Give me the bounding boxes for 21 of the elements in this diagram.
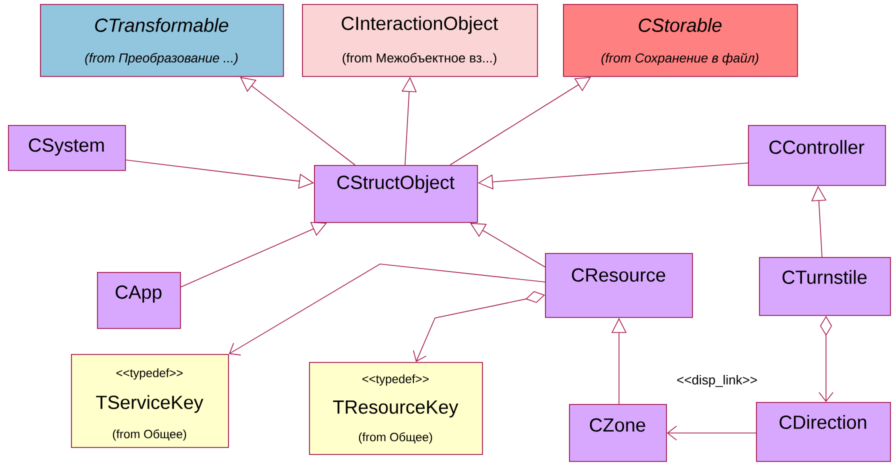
class-box: <<typedef>> TResourceKey (from Общее) — [309, 362, 483, 455]
class-box: CStorable (from Сохранение в файл) — [563, 4, 798, 77]
arrow — [450, 76, 591, 166]
class-box: CDirection — [756, 402, 891, 462]
arrow — [126, 160, 314, 189]
arrow — [413, 291, 545, 362]
class-box: CSystem — [8, 125, 126, 171]
class-box: CApp — [97, 272, 181, 329]
class-box: CTurnstile — [759, 257, 891, 316]
arrow — [228, 264, 546, 356]
arrow — [666, 426, 756, 440]
edge-label: <<disp_link>> — [676, 374, 758, 388]
class-box: CController — [748, 125, 886, 186]
class-box: CTransformable (from Преобразование ...) — [40, 4, 284, 77]
class-box: CZone — [569, 404, 667, 462]
class-box: CResource — [545, 253, 693, 318]
class-box: <<typedef>> TServiceKey (from Общее) — [71, 354, 229, 448]
arrow — [470, 222, 546, 268]
class-box: CInteractionObject (from Межобъектное вз...) — [302, 4, 538, 77]
class-box: CStructObject — [314, 165, 478, 223]
arrow — [180, 222, 327, 288]
